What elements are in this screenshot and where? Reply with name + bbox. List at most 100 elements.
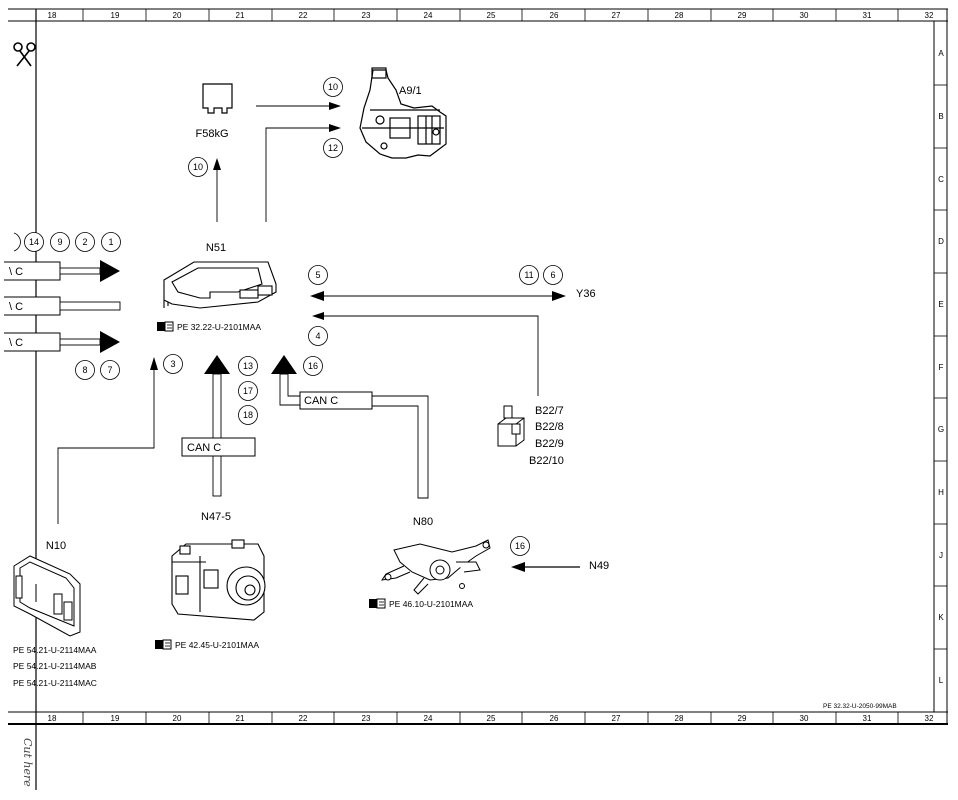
col-label: 28 bbox=[675, 11, 684, 20]
can-bus-left-3: \ C bbox=[4, 331, 120, 353]
n80-reference: PE 46.10-U-2101MAA bbox=[389, 599, 473, 609]
circle-partial bbox=[13, 232, 21, 252]
col-label: 21 bbox=[236, 714, 245, 723]
circle-10-top: 10 bbox=[323, 77, 343, 97]
col-label: 18 bbox=[48, 11, 57, 20]
row-label: J bbox=[939, 551, 943, 560]
circle-10-left: 10 bbox=[188, 157, 208, 177]
can-bus-n80: CAN C bbox=[271, 355, 429, 499]
arrow-head bbox=[329, 102, 341, 110]
col-label: 22 bbox=[299, 714, 308, 723]
column-labels-top: 18 19 20 21 22 23 24 25 26 27 28 29 30 3… bbox=[48, 11, 934, 20]
col-label: 32 bbox=[925, 11, 934, 20]
col-label: 20 bbox=[173, 11, 182, 20]
circle-14: 14 bbox=[24, 232, 44, 252]
can-label-n80: CAN C bbox=[304, 395, 338, 407]
row-label: G bbox=[938, 425, 944, 434]
component-n47-5-label: N47-5 bbox=[201, 511, 231, 523]
circle-12: 12 bbox=[323, 138, 343, 158]
component-n47-5 bbox=[171, 539, 266, 621]
circle-16-n49-text: 16 bbox=[515, 541, 525, 551]
col-label: 18 bbox=[48, 714, 57, 723]
col-label: 19 bbox=[111, 714, 120, 723]
n10-references: PE 54.21-U-2114MAA PE 54.21-U-2114MAB PE… bbox=[13, 645, 97, 688]
circle-5-text: 5 bbox=[315, 270, 320, 280]
circle-3-text: 3 bbox=[170, 359, 175, 369]
component-b22-9-label: B22/9 bbox=[535, 438, 564, 450]
circle-18-text: 18 bbox=[243, 410, 253, 420]
row-label: D bbox=[938, 237, 944, 246]
component-y36-label: Y36 bbox=[576, 288, 596, 300]
circle-6-text: 6 bbox=[550, 270, 555, 280]
col-label: 26 bbox=[550, 714, 559, 723]
arrow-head bbox=[310, 291, 324, 301]
col-label: 26 bbox=[550, 11, 559, 20]
circle-13-text: 13 bbox=[243, 361, 253, 371]
circle-13: 13 bbox=[238, 356, 258, 376]
book-reference-icon bbox=[369, 598, 386, 609]
circle-16-can: 16 bbox=[303, 356, 323, 376]
row-label: K bbox=[938, 613, 944, 622]
component-b22-8-label: B22/8 bbox=[535, 421, 564, 433]
can-bus-left-2: \ C bbox=[4, 296, 121, 316]
can-label-left-3: \ C bbox=[9, 337, 23, 349]
n47-5-reference: PE 42.45-U-2101MAA bbox=[175, 640, 259, 650]
col-label: 23 bbox=[362, 11, 371, 20]
col-label: 29 bbox=[738, 714, 747, 723]
fuse-f58kg: F58kG bbox=[195, 83, 233, 140]
circle-11-text: 11 bbox=[524, 270, 533, 280]
col-label: 30 bbox=[800, 11, 809, 20]
can-label-n47-5: CAN C bbox=[187, 442, 221, 454]
column-labels-bottom: 18 19 20 21 22 23 24 25 26 27 28 29 30 3… bbox=[48, 714, 934, 723]
component-b22-7-label: B22/7 bbox=[535, 405, 564, 417]
component-a9-1-label: A9/1 bbox=[399, 85, 422, 97]
circle-1: 1 bbox=[101, 232, 121, 252]
circle-4: 4 bbox=[308, 326, 328, 346]
arrow-head bbox=[213, 158, 221, 170]
row-tick-marks bbox=[934, 84, 947, 650]
arrow-head bbox=[312, 312, 324, 320]
circle-12-text: 12 bbox=[328, 143, 338, 153]
column-tick-marks bbox=[82, 9, 899, 724]
fuse-f58kg-label: F58kG bbox=[195, 128, 228, 140]
component-n80 bbox=[380, 539, 491, 595]
col-label: 28 bbox=[675, 714, 684, 723]
circle-3: 3 bbox=[163, 354, 183, 374]
can-bus-left-1: \ C bbox=[4, 260, 120, 282]
col-label: 24 bbox=[424, 714, 433, 723]
wire-b22-n51 bbox=[322, 315, 539, 396]
col-label: 27 bbox=[612, 714, 621, 723]
frame bbox=[8, 8, 948, 790]
n10-reference-c: PE 54.21-U-2114MAC bbox=[13, 678, 97, 688]
col-label: 25 bbox=[487, 11, 496, 20]
wire-n51-a9-1 bbox=[265, 127, 334, 222]
wire-n10-n51 bbox=[57, 368, 155, 524]
book-reference-icon bbox=[155, 639, 172, 650]
component-a9-1 bbox=[359, 67, 447, 159]
row-label: C bbox=[938, 175, 944, 184]
circle-10-top-text: 10 bbox=[328, 82, 338, 92]
n10-reference-b: PE 54.21-U-2114MAB bbox=[13, 661, 97, 671]
circle-4-text: 4 bbox=[315, 331, 320, 341]
can-bus-n47-5: CAN C bbox=[181, 355, 256, 497]
circle-5: 5 bbox=[308, 265, 328, 285]
circle-16-n49: 16 bbox=[510, 536, 530, 556]
n51-reference: PE 32.22-U-2101MAA bbox=[177, 322, 261, 332]
sheet-reference: PE 32.32-U-2050-99MAB bbox=[823, 703, 897, 710]
circle-10-left-text: 10 bbox=[193, 162, 203, 172]
component-n51-label: N51 bbox=[206, 242, 226, 254]
col-label: 19 bbox=[111, 11, 120, 20]
circle-14-text: 14 bbox=[29, 237, 39, 247]
col-label: 29 bbox=[738, 11, 747, 20]
col-label: 25 bbox=[487, 714, 496, 723]
can-label-left-1: \ C bbox=[9, 266, 23, 278]
component-b22-sensor bbox=[497, 405, 525, 447]
circle-2-text: 2 bbox=[82, 237, 87, 247]
circle-2: 2 bbox=[75, 232, 95, 252]
row-label: A bbox=[938, 49, 944, 58]
row-label: E bbox=[938, 300, 943, 309]
row-labels: A B C D E F G H J K L bbox=[938, 49, 944, 685]
col-label: 22 bbox=[299, 11, 308, 20]
circle-9-text: 9 bbox=[57, 237, 62, 247]
